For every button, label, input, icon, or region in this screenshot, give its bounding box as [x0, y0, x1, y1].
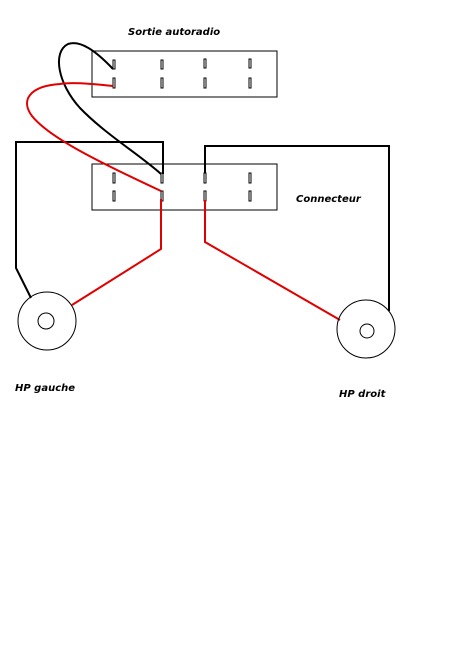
red-wires — [26, 82, 341, 321]
pin — [112, 59, 116, 70]
speaker-right-inner — [359, 323, 375, 339]
pin — [203, 77, 207, 89]
black-wire-left-speaker — [15, 141, 164, 299]
connector-box — [91, 163, 278, 211]
pin — [248, 58, 252, 69]
black-wires — [15, 42, 390, 311]
pin — [203, 58, 207, 69]
speaker-right — [336, 299, 396, 359]
radio-output-label: Sortie autoradio — [128, 27, 221, 38]
black-wire-radio-to-connector — [57, 42, 162, 175]
pin — [112, 190, 116, 202]
radio-output-pins — [112, 58, 252, 89]
speaker-left-outer — [17, 291, 77, 351]
pin — [248, 190, 252, 202]
speaker-right-label: HP droit — [339, 389, 386, 400]
speaker-left-label: HP gauche — [15, 383, 76, 394]
pin — [160, 172, 164, 184]
pin — [248, 172, 252, 184]
pin — [112, 77, 116, 89]
pin — [203, 172, 207, 184]
red-wire-radio-to-connector — [26, 82, 162, 192]
black-wire-right-speaker — [204, 145, 390, 311]
radio-output-box — [91, 50, 278, 98]
pin — [203, 190, 207, 202]
radio-output-block — [91, 50, 278, 98]
red-wire-left-speaker — [71, 199, 162, 306]
pin — [160, 59, 164, 70]
red-wire-right-speaker — [204, 200, 341, 321]
connector-label: Connecteur — [296, 194, 361, 205]
speaker-left — [17, 291, 77, 351]
pin — [112, 172, 116, 184]
speaker-left-inner — [37, 312, 55, 330]
pin — [160, 77, 164, 89]
pin — [248, 77, 252, 89]
speaker-right-outer — [336, 299, 396, 359]
